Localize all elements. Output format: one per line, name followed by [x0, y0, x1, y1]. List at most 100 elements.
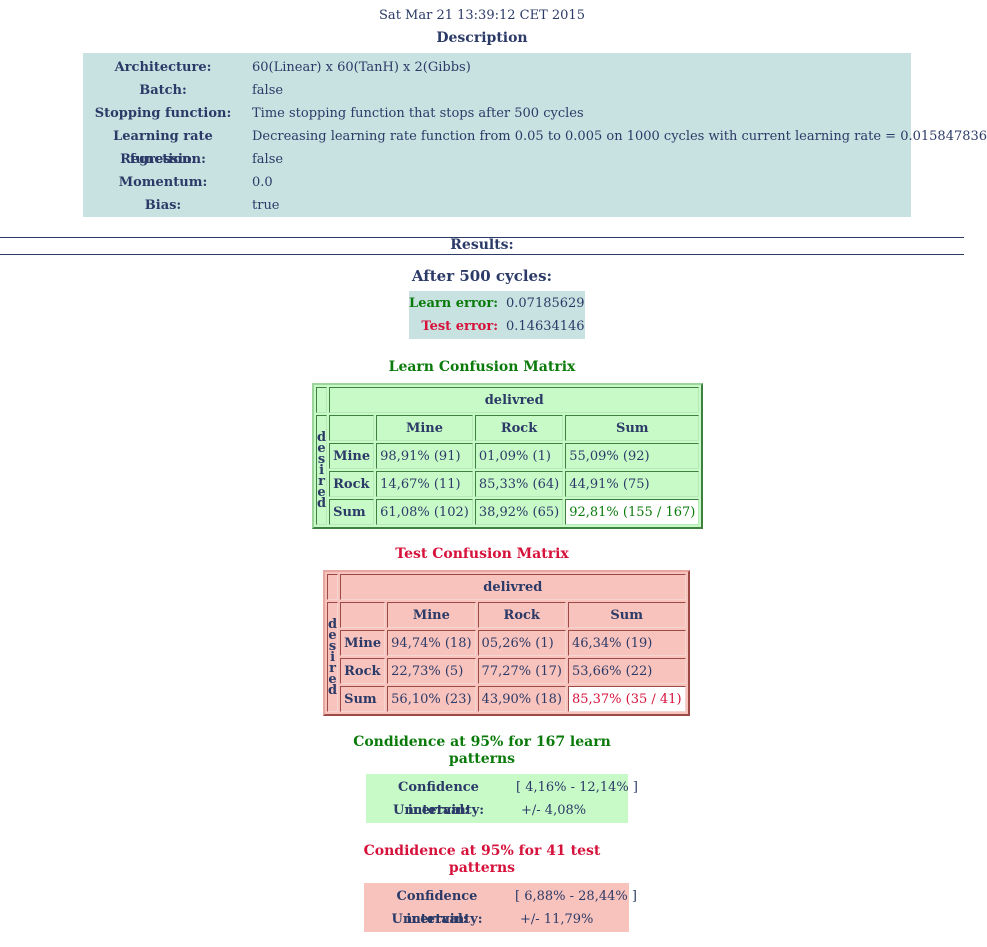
test-row-label: Sum — [340, 686, 386, 712]
learn-empty-header — [329, 415, 375, 441]
learning-rate-label: Learning rate function: — [113, 129, 213, 167]
results-heading: Results: — [450, 237, 514, 253]
test-total-accuracy: 85,37% (35 / 41) — [567, 686, 686, 712]
test-cell: 05,26% (1) — [477, 630, 566, 656]
description-row-momentum: Momentum: 0.0 — [83, 171, 911, 194]
learn-col-rock: Rock — [474, 415, 564, 441]
learn-row-sum: Sum 61,08% (102) 38,92% (65) 92,81% (155… — [316, 499, 700, 525]
learn-cell: 44,91% (75) — [565, 471, 700, 497]
learn-cell: 85,33% (64) — [474, 471, 564, 497]
description-row-learning-rate: Learning rate function: Decreasing learn… — [83, 125, 987, 167]
learn-error-row: Learn error: 0.07185629 — [409, 292, 585, 315]
test-cell: 94,74% (18) — [387, 630, 476, 656]
test-error-label: Test error: — [421, 319, 498, 334]
learn-cell: 61,08% (102) — [376, 499, 473, 525]
stopping-function-value: Time stopping function that stops after … — [252, 106, 584, 121]
learn-cell: 14,67% (11) — [376, 471, 473, 497]
test-col-mine: Mine — [387, 602, 476, 628]
learn-cell: 38,92% (65) — [474, 499, 564, 525]
learning-rate-value: Decreasing learning rate function from 0… — [252, 129, 987, 144]
learn-row-label: Mine — [329, 443, 375, 469]
test-cell: 56,10% (23) — [387, 686, 476, 712]
learn-confidence-title-line1: Condidence at 95% for 167 learn — [353, 734, 611, 750]
test-interval-value: [ 6,88% - 28,44% ] — [515, 889, 637, 904]
description-row-batch: Batch: false — [83, 79, 911, 102]
test-matrix-title: Test Confusion Matrix — [395, 546, 569, 562]
batch-label: Batch: — [139, 83, 187, 98]
test-cell: 53,66% (22) — [567, 658, 686, 684]
learn-uncertainty-label: Uncertainty: — [393, 803, 484, 818]
learn-total-accuracy: 92,81% (155 / 167) — [565, 499, 700, 525]
learn-col-mine: Mine — [376, 415, 473, 441]
test-row-mine: Mine 94,74% (18) 05,26% (1) 46,34% (19) — [327, 630, 686, 656]
learn-interval-value: [ 4,16% - 12,14% ] — [516, 780, 638, 795]
test-cell: 22,73% (5) — [387, 658, 476, 684]
test-error-value: 0.14634146 — [506, 319, 585, 334]
learn-interval-row: Confidence interval: [ 4,16% - 12,14% ] — [366, 776, 638, 818]
test-confidence-panel: Confidence interval: [ 6,88% - 28,44% ] … — [364, 883, 637, 932]
architecture-value: 60(Linear) x 60(TanH) x 2(Gibbs) — [252, 60, 471, 75]
test-cell: 46,34% (19) — [567, 630, 686, 656]
test-confidence-title-line2: patterns — [448, 860, 516, 876]
learn-uncertainty-row: Uncertainty: +/- 4,08% — [366, 799, 628, 822]
momentum-value: 0.0 — [252, 175, 273, 190]
test-error-row: Test error: 0.14634146 — [409, 315, 585, 338]
test-corner-cell — [327, 574, 339, 600]
learn-confidence-title: Condidence at 95% for 167 learn patterns — [0, 734, 964, 768]
cycles-heading: After 500 cycles: — [411, 267, 553, 285]
regression-value: false — [252, 152, 284, 167]
test-row-sum: Sum 56,10% (23) 43,90% (18) 85,37% (35 /… — [327, 686, 686, 712]
description-row-regression: Regression: false — [83, 148, 911, 171]
architecture-label: Architecture: — [114, 60, 212, 75]
learn-error-value: 0.07185629 — [506, 296, 585, 311]
description-row-stopping: Stopping function: Time stopping functio… — [83, 102, 911, 125]
learn-row-label: Rock — [329, 471, 375, 497]
timestamp: Sat Mar 21 13:39:12 CET 2015 — [379, 8, 585, 23]
test-confidence-title: Condidence at 95% for 41 test patterns — [0, 843, 964, 877]
learn-matrix-title: Learn Confusion Matrix — [388, 359, 576, 375]
test-empty-header — [340, 602, 386, 628]
learn-cell: 98,91% (91) — [376, 443, 473, 469]
stopping-function-label: Stopping function: — [94, 106, 232, 121]
description-panel: Architecture: 60(Linear) x 60(TanH) x 2(… — [83, 53, 987, 217]
test-uncertainty-value: +/- 11,79% — [520, 912, 594, 927]
test-delivered-header: delivred — [340, 574, 686, 600]
test-col-rock: Rock — [477, 602, 566, 628]
batch-value: false — [252, 83, 284, 98]
learn-row-rock: Rock 14,67% (11) 85,33% (64) 44,91% (75) — [316, 471, 700, 497]
bias-value: true — [252, 198, 280, 213]
learn-cell: 55,09% (92) — [565, 443, 700, 469]
learn-confidence-panel: Confidence interval: [ 4,16% - 12,14% ] … — [366, 774, 638, 823]
learn-row-label: Sum — [329, 499, 375, 525]
regression-label: Regression: — [120, 152, 206, 167]
learn-confidence-title-line2: patterns — [448, 751, 516, 767]
learn-interval-label: Confidence interval: — [398, 780, 479, 818]
results-top-rule — [0, 237, 964, 238]
test-uncertainty-row: Uncertainty: +/- 11,79% — [364, 908, 629, 931]
test-col-sum: Sum — [567, 602, 686, 628]
test-cell: 43,90% (18) — [477, 686, 566, 712]
description-heading: Description — [436, 30, 528, 46]
test-interval-label: Confidence interval: — [396, 889, 478, 927]
bias-label: Bias: — [144, 198, 182, 213]
test-confidence-title-line1: Condidence at 95% for 41 test — [363, 843, 601, 859]
error-panel: Learn error: 0.07185629 Test error: 0.14… — [409, 291, 585, 339]
learn-error-label: Learn error: — [409, 296, 498, 311]
test-row-label: Mine — [340, 630, 386, 656]
description-row-bias: Bias: true — [83, 194, 911, 217]
test-uncertainty-label: Uncertainty: — [391, 912, 483, 927]
description-row-architecture: Architecture: 60(Linear) x 60(TanH) x 2(… — [83, 56, 911, 79]
momentum-label: Momentum: — [118, 175, 208, 190]
learn-uncertainty-value: +/- 4,08% — [521, 803, 587, 818]
test-interval-row: Confidence interval: [ 6,88% - 28,44% ] — [364, 885, 637, 927]
learn-col-sum: Sum — [565, 415, 700, 441]
test-row-rock: Rock 22,73% (5) 77,27% (17) 53,66% (22) — [327, 658, 686, 684]
learn-corner-cell — [316, 387, 328, 413]
learn-row-mine: Mine 98,91% (91) 01,09% (1) 55,09% (92) — [316, 443, 700, 469]
